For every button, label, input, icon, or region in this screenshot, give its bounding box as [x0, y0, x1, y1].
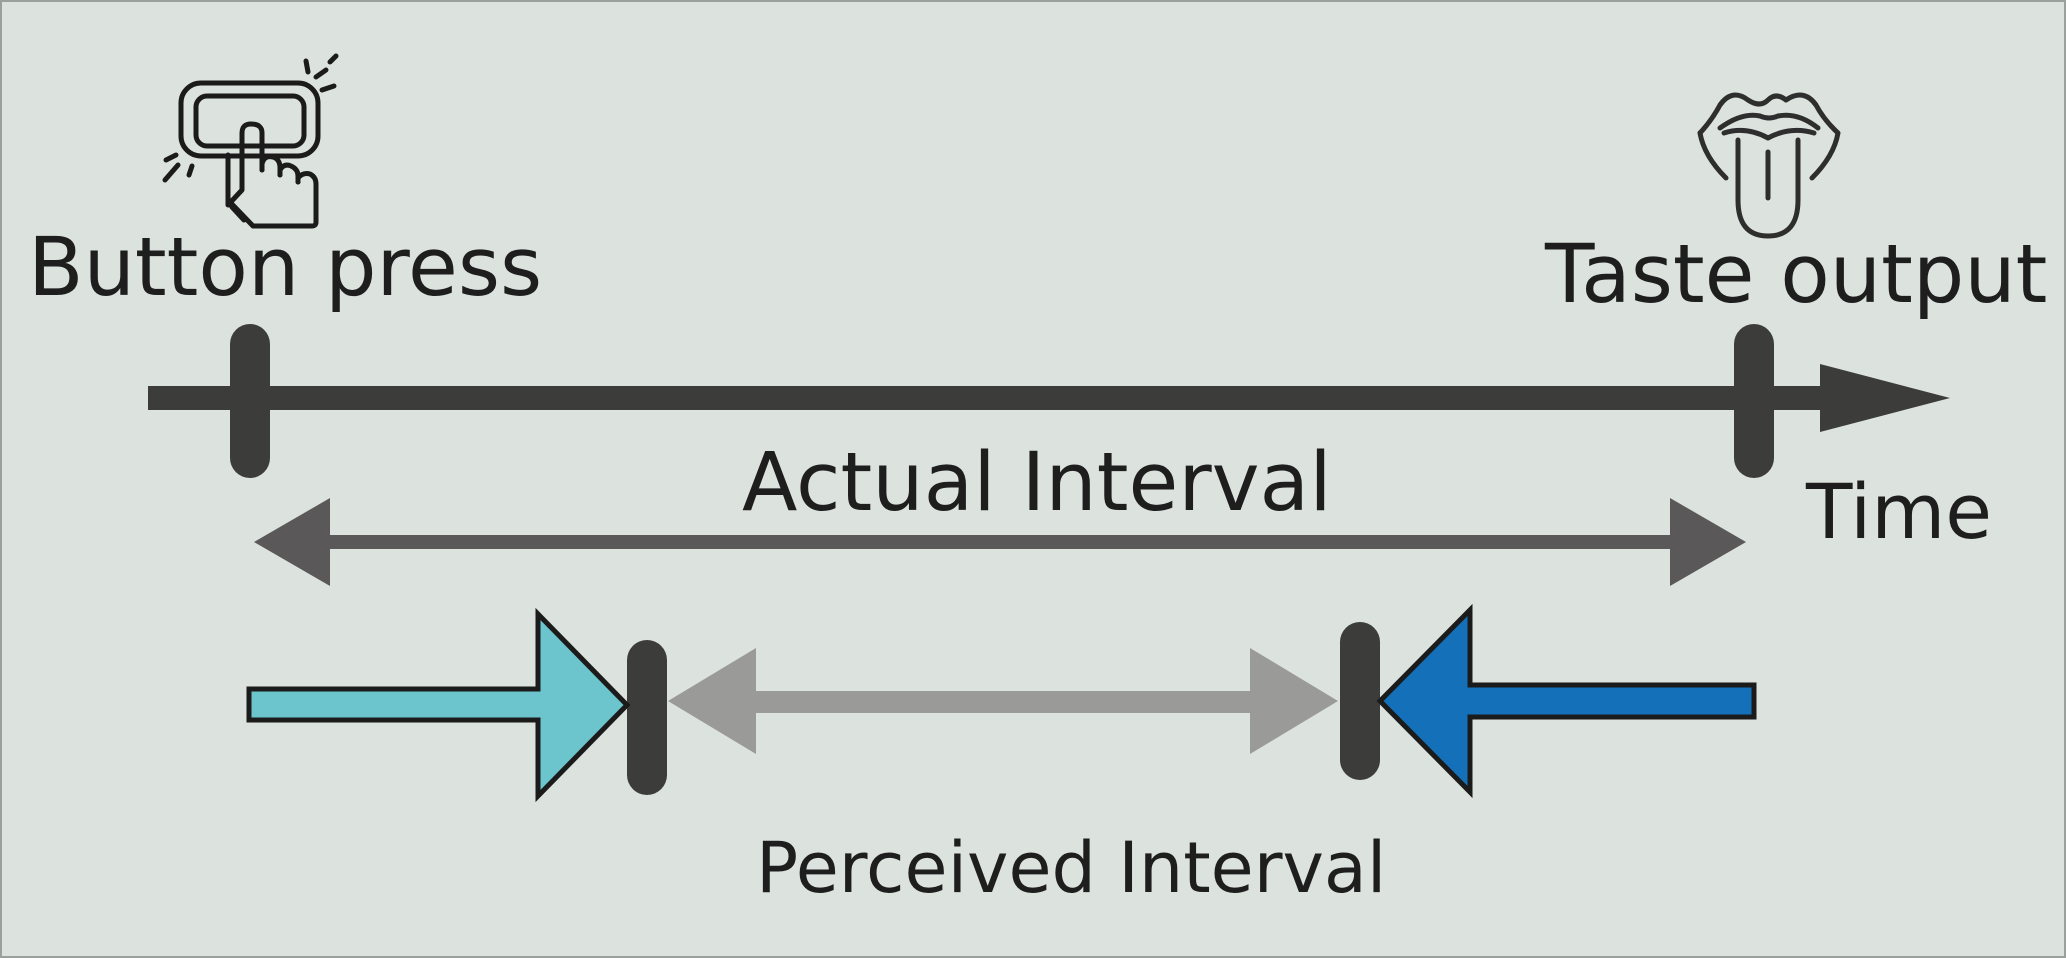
time-axis: [148, 324, 1950, 478]
taste-output-tick: [1734, 324, 1774, 478]
hand-pressing-button-icon: [162, 53, 339, 229]
perceived-press-tick: [627, 640, 667, 795]
actual-interval-arrow: [254, 498, 1746, 586]
time-axis-label: Time: [1805, 467, 1992, 556]
perceived-interval-arrow: [668, 648, 1338, 754]
taste-output-shift-arrow: [1376, 603, 1757, 799]
timeline-arrowhead: [1820, 364, 1950, 432]
mouth-tongue-icon: [1697, 92, 1841, 239]
taste-output-label: Taste output: [1544, 228, 2047, 322]
perceived-interval-label: Perceived Interval: [756, 827, 1386, 909]
perceived-taste-tick: [1340, 622, 1380, 780]
timeline-bar: [148, 386, 1828, 410]
button-press-tick: [230, 324, 270, 478]
button-press-label: Button press: [28, 221, 542, 315]
actual-interval-label: Actual Interval: [742, 436, 1332, 530]
button-press-shift-arrow: [246, 607, 631, 803]
